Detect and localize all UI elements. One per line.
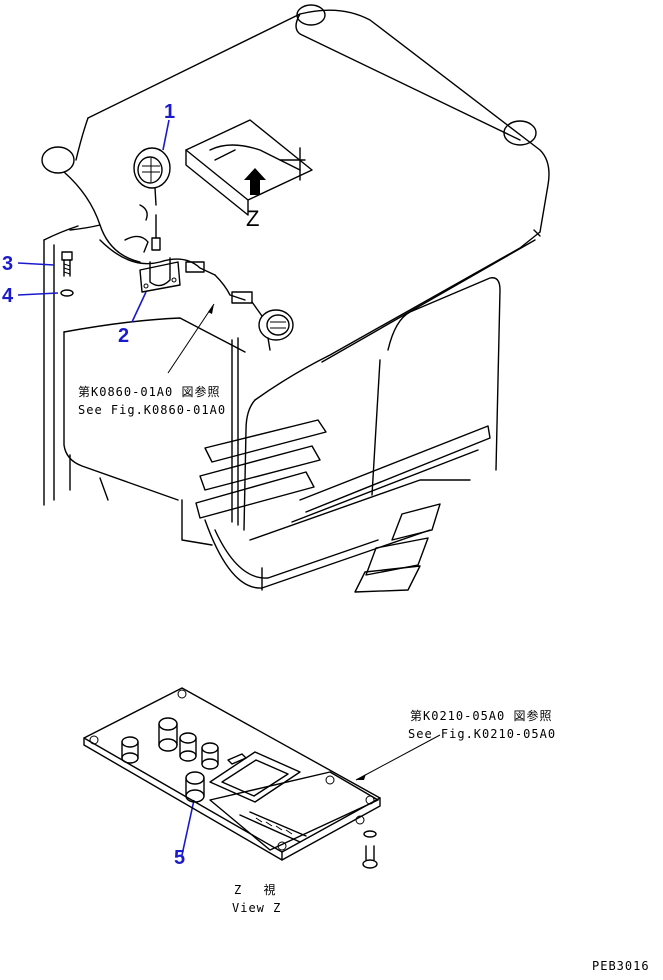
callout-5: 5	[174, 847, 185, 869]
view-caption-en: View Z	[232, 901, 281, 915]
right-lamp	[251, 301, 294, 351]
callout-1: 1	[164, 101, 175, 123]
bracket-part-2	[139, 257, 181, 293]
view-arrow	[244, 168, 266, 195]
callout-2: 2	[118, 325, 129, 347]
work-lamp-part-1	[133, 147, 171, 251]
ref-top-jp: 第K0860-01A0 図参照	[78, 384, 220, 399]
washer-part-4	[60, 289, 74, 297]
bolt-part-3	[61, 251, 73, 277]
view-marker-label: Z	[246, 206, 259, 231]
cab-body	[43, 4, 550, 593]
view-caption-jp: Z 視	[234, 882, 276, 897]
callout-labels: 1 2 3 4 5	[2, 101, 185, 869]
callout-4: 4	[2, 285, 14, 307]
callout-3: 3	[2, 253, 13, 275]
z-view-area	[185, 119, 313, 216]
left-lamp	[41, 146, 141, 263]
ref-bottom-jp: 第K0210-05A0 図参照	[410, 708, 552, 723]
ref-top-en: See Fig.K0860-01A0	[78, 403, 226, 417]
ref-bottom-en: See Fig.K0210-05A0	[408, 727, 556, 741]
wiring-harness	[99, 239, 253, 304]
leader-lines	[17, 119, 441, 856]
connector-group	[121, 717, 247, 803]
bolt-part-5-hardware	[362, 830, 378, 869]
cable-clamp	[124, 204, 149, 253]
drawing-code: PEB3016	[592, 959, 650, 973]
view-z-plate	[83, 687, 381, 861]
